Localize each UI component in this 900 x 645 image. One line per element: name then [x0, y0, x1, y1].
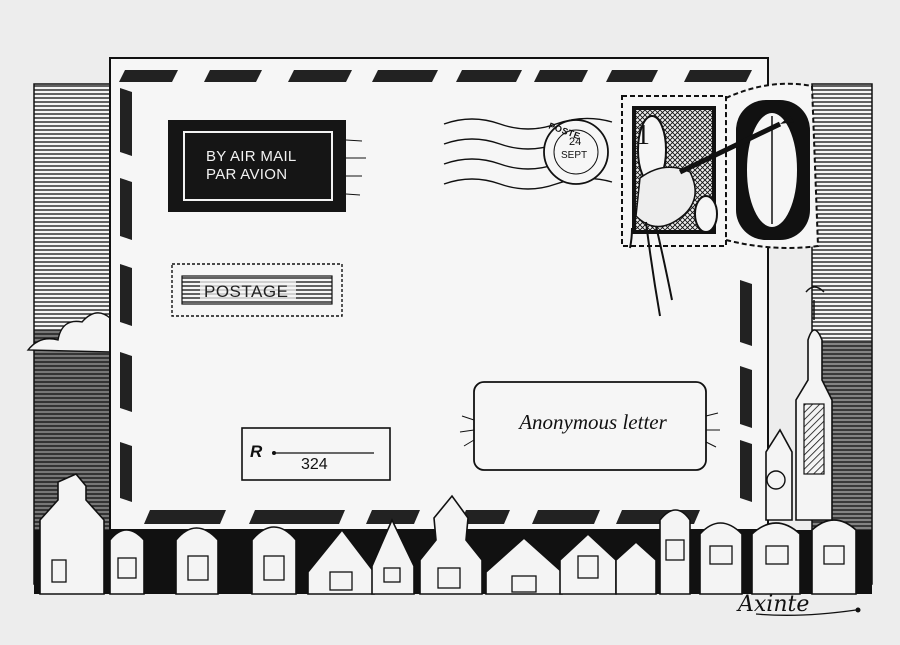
town-skyline: [34, 473, 872, 595]
postmark-circle: [543, 119, 609, 185]
artist-signature: Axinte: [738, 592, 810, 617]
postage-text: POSTAGE: [204, 282, 289, 301]
church-tower: [765, 286, 833, 521]
registration-letter: R: [250, 442, 263, 461]
address-text: Anonymous letter: [519, 410, 667, 434]
airmail-text-line2: PAR AVION: [206, 166, 288, 183]
postage-label-box: [171, 263, 343, 317]
cloud-icon: [26, 312, 111, 353]
postmark-day: 24: [569, 136, 582, 148]
postage-stamp: 1: [621, 82, 820, 317]
signature-underline: [755, 609, 857, 616]
postmark-month: SEPT: [561, 150, 588, 161]
airmail-label-box: [168, 120, 366, 212]
address-label-box: [459, 381, 720, 471]
airmail-border-stripes: [119, 70, 752, 524]
stamp-numeral: 1: [636, 120, 650, 151]
registration-number: 324: [301, 456, 328, 473]
registration-label-box: [241, 427, 391, 481]
airmail-text-line1: BY AIR MAIL: [206, 148, 297, 165]
